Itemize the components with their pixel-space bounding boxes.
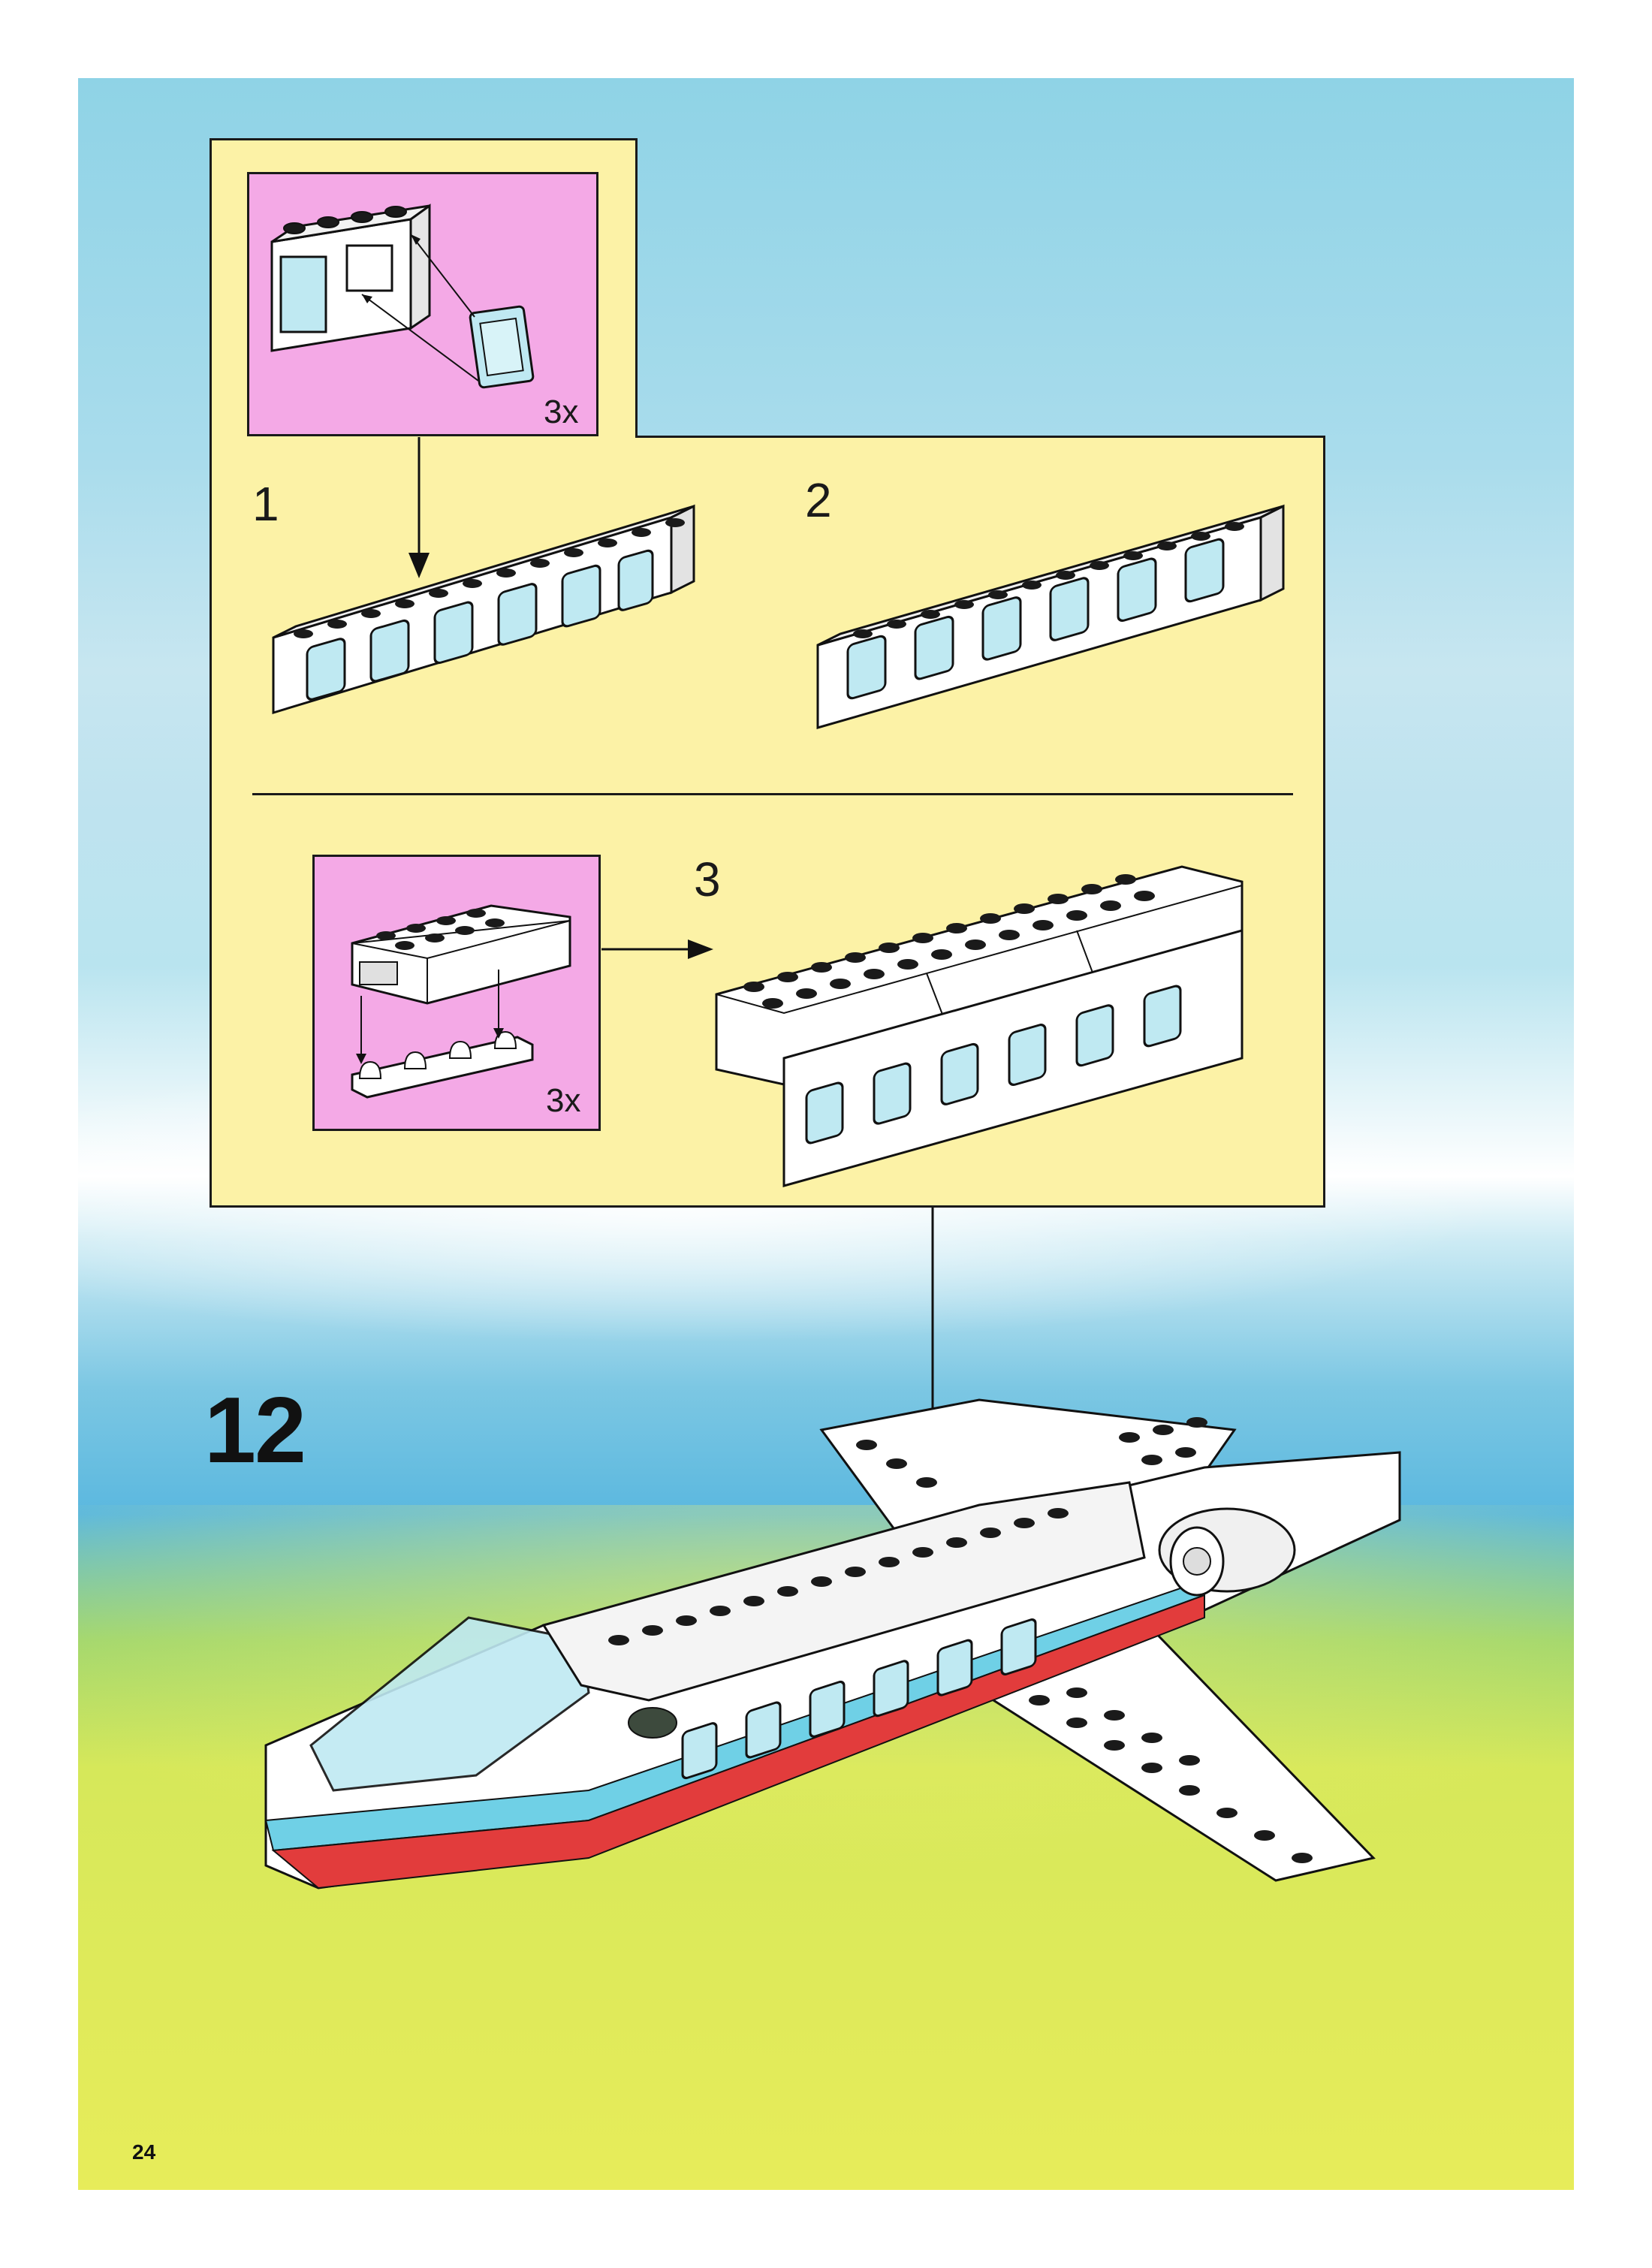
airplane-model xyxy=(228,1370,1505,1896)
page-number: 24 xyxy=(132,2140,155,2164)
wall-section-step-1 xyxy=(266,491,746,739)
fuselage-section-step-3 xyxy=(701,837,1302,1197)
wall-section-step-2 xyxy=(810,484,1291,754)
instruction-page: 3x 3x 1 2 3 xyxy=(78,78,1574,2190)
